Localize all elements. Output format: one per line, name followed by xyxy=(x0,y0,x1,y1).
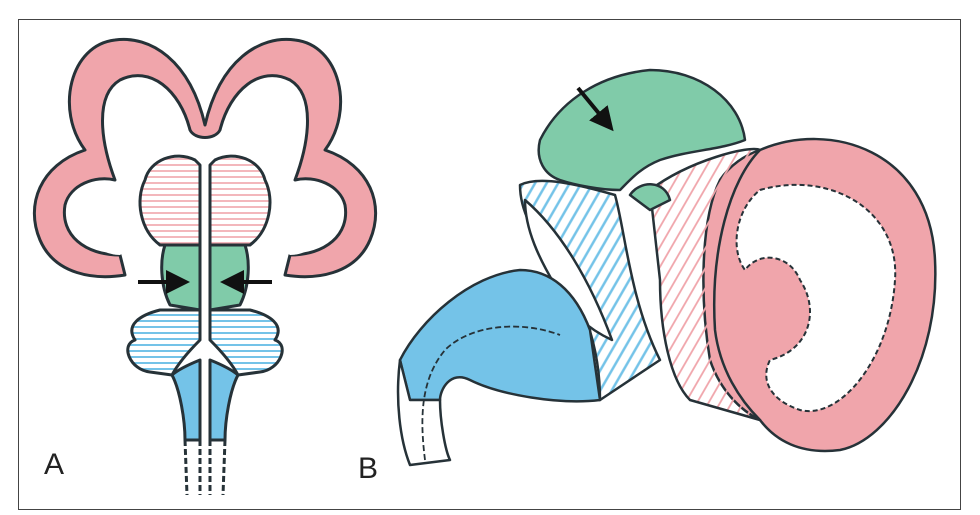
mesencephalon-left xyxy=(160,243,202,312)
metencephalon-right xyxy=(208,308,284,377)
myelencephalon-right xyxy=(208,358,240,442)
panel-b-illustration xyxy=(396,68,937,467)
figure-frame xyxy=(18,19,961,510)
panel-a-illustration xyxy=(32,37,378,496)
panel-label-a: A xyxy=(44,448,65,481)
arrow-b xyxy=(576,86,614,132)
telencephalon-outer xyxy=(32,37,378,279)
diencephalon-left xyxy=(138,154,202,247)
metencephalon-left xyxy=(126,308,202,377)
myelencephalon xyxy=(398,268,602,403)
diencephalon-right xyxy=(208,154,272,247)
panel-label-b: B xyxy=(358,452,379,485)
myelencephalon-left xyxy=(170,358,202,442)
mesencephalon-right xyxy=(208,243,250,312)
diencephalon xyxy=(648,147,762,422)
spinal-cord xyxy=(396,358,452,467)
